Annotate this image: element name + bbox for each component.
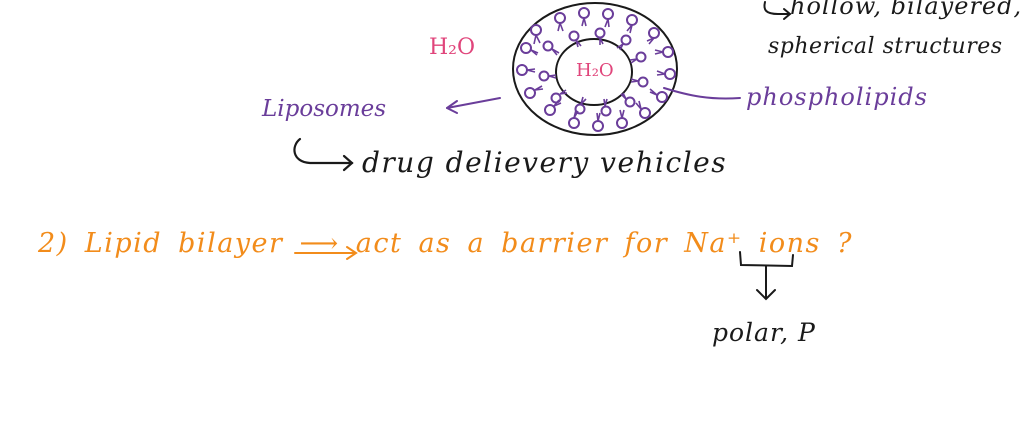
note-question-lipid-bilayer: 2) Lipid bilayer ⟶ act as a barrier for … (38, 228, 853, 259)
phospholipids-pointer-line (663, 87, 741, 100)
label-liposomes: Liposomes (262, 96, 387, 122)
arrow-to-liposomes (446, 97, 501, 114)
label-phospholipids: phospholipids (746, 83, 928, 111)
phospholipid-inner-tails (548, 37, 639, 107)
liposome-inner-membrane (555, 38, 633, 106)
note-polar: polar, P (712, 318, 816, 347)
note-drug-delivery: drug delievery vehicles (362, 146, 728, 179)
phospholipid-outer-tails (526, 17, 666, 122)
arrow-lipid-bilayer (294, 246, 358, 260)
note-structure-line2: spherical structures (768, 34, 1003, 59)
hook-arrow-drug-delivery (293, 137, 354, 172)
note-structure-line1: hollow, bilayered, (790, 0, 1023, 20)
brace-under-na (739, 251, 794, 301)
phospholipid-inner-layer (538, 27, 649, 117)
label-h2o-inside: H₂O (576, 60, 614, 81)
liposome-outer-membrane (512, 2, 678, 136)
hook-arrow-top (763, 1, 792, 20)
label-h2o-outside: H₂O (429, 35, 476, 60)
